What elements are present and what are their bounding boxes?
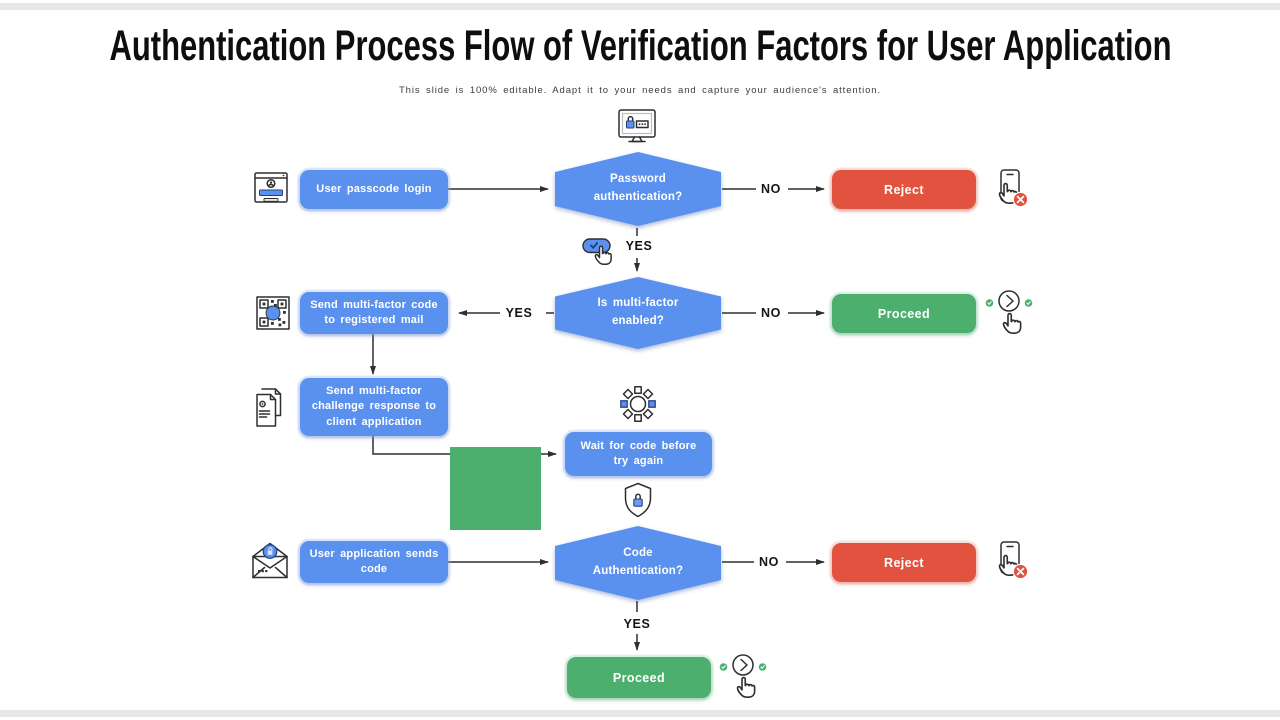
node-label: Reject — [884, 555, 924, 570]
process-send-code-mail: Send multi-factor code to registered mai… — [300, 292, 448, 334]
loader-gear-icon — [615, 383, 661, 427]
node-label: Code Authentication? — [592, 547, 684, 577]
bottom-strip — [0, 710, 1280, 717]
document-icon — [249, 385, 291, 431]
node-label: Proceed — [877, 306, 931, 321]
terminal-proceed-mid: Proceed — [832, 294, 976, 333]
edge-label-yes-top: YES — [625, 239, 653, 253]
node-label: Password authentication? — [593, 173, 683, 203]
decision-code-authentication: Code Authentication? — [555, 526, 721, 600]
node-label: Reject — [884, 182, 924, 197]
slide-subtitle: This slide is 100% editable. Adapt it to… — [398, 85, 882, 96]
top-strip — [0, 3, 1280, 10]
edge-label-yes-mid: YES — [505, 306, 533, 320]
terminal-reject-bottom: Reject — [832, 543, 976, 582]
press-proceed-icon — [982, 286, 1036, 340]
decision-multi-factor-enabled: Is multi-factor enabled? — [555, 277, 721, 349]
process-user-app-sends-code: User application sends code — [300, 541, 448, 583]
process-send-challenge: Send multi-factor challenge response to … — [300, 378, 448, 436]
phone-reject-icon — [986, 538, 1034, 588]
envelope-code-icon — [247, 539, 293, 583]
phone-reject-icon — [986, 166, 1034, 216]
decision-password-authentication: Password authentication? — [555, 152, 721, 226]
edge-label-no-top: NO — [761, 182, 781, 196]
qr-code-icon — [253, 293, 293, 333]
edge-label-no-bottom: NO — [759, 555, 779, 569]
node-label: Send multi-factor challenge response to … — [311, 384, 437, 428]
tap-button-icon — [581, 232, 625, 270]
password-monitor-icon — [614, 106, 660, 152]
page-title: Authentication Process Flow of Verificat… — [109, 22, 1172, 70]
node-label: Proceed — [612, 670, 666, 685]
login-screen-icon — [250, 168, 292, 210]
node-label: Send multi-factor code to registered mai… — [310, 298, 438, 326]
node-label: User passcode login — [316, 182, 432, 195]
shield-lock-icon — [618, 480, 658, 524]
green-square-shape — [450, 447, 541, 530]
node-label: Is multi-factor enabled? — [597, 297, 679, 327]
node-label: Wait for code before try again — [580, 439, 697, 467]
process-user-passcode-login: User passcode login — [300, 170, 448, 209]
terminal-reject-top: Reject — [832, 170, 976, 209]
edge-label-yes-bottom: YES — [623, 617, 651, 631]
press-proceed-icon — [716, 650, 770, 704]
process-wait-for-code: Wait for code before try again — [565, 432, 712, 476]
node-label: User application sends code — [309, 547, 439, 575]
terminal-proceed-bottom: Proceed — [567, 657, 711, 698]
edge-label-no-mid: NO — [761, 306, 781, 320]
